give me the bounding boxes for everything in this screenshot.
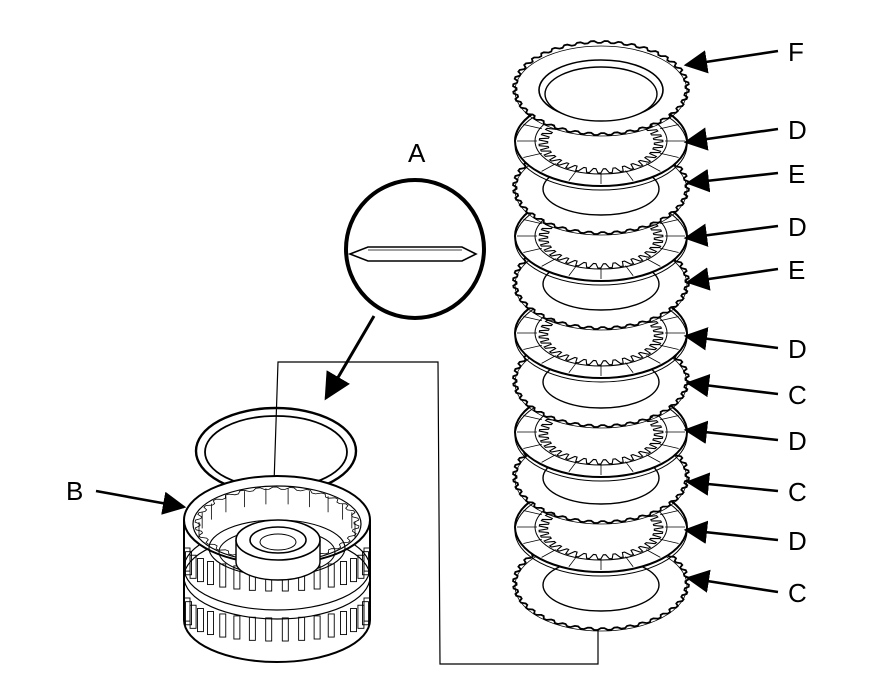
leader-arrow-3 [685,169,779,193]
stack-label-4: D [788,212,807,242]
leader-arrow-1 [683,49,779,74]
leader-arrow-5 [685,267,779,291]
stack-label-2: D [788,115,807,145]
plate-f-1 [512,40,690,137]
stack-label-7: C [788,380,807,410]
stack-label-3: E [788,159,805,189]
label-b: B [66,476,83,506]
leader-arrow-2 [683,127,779,151]
clutch-plate-stack [512,40,690,632]
leader-arrows [683,49,779,594]
leader-arrow-11 [685,569,779,594]
detail-pointer-line [324,315,376,401]
leader-arrow-8 [683,420,779,444]
leader-arrow-4 [683,223,779,247]
clutch-drum [183,475,371,663]
assembly-route-line [271,361,599,665]
stack-label-9: C [788,477,807,507]
stack-label-11: C [788,578,807,608]
stack-label-1: F [788,37,804,67]
leader-arrow-6 [683,327,779,351]
stack-label-8: D [788,426,807,456]
leader-arrow-10 [683,520,779,544]
leader-arrow-9 [685,472,779,496]
leader-arrow-b [95,489,187,515]
leader-arrow-7 [685,373,779,398]
stack-label-6: D [788,334,807,364]
stack-label-10: D [788,526,807,556]
detail-view-a [324,178,486,401]
stack-label-5: E [788,255,805,285]
label-a: A [408,138,426,168]
plate-cross-section [347,246,478,262]
